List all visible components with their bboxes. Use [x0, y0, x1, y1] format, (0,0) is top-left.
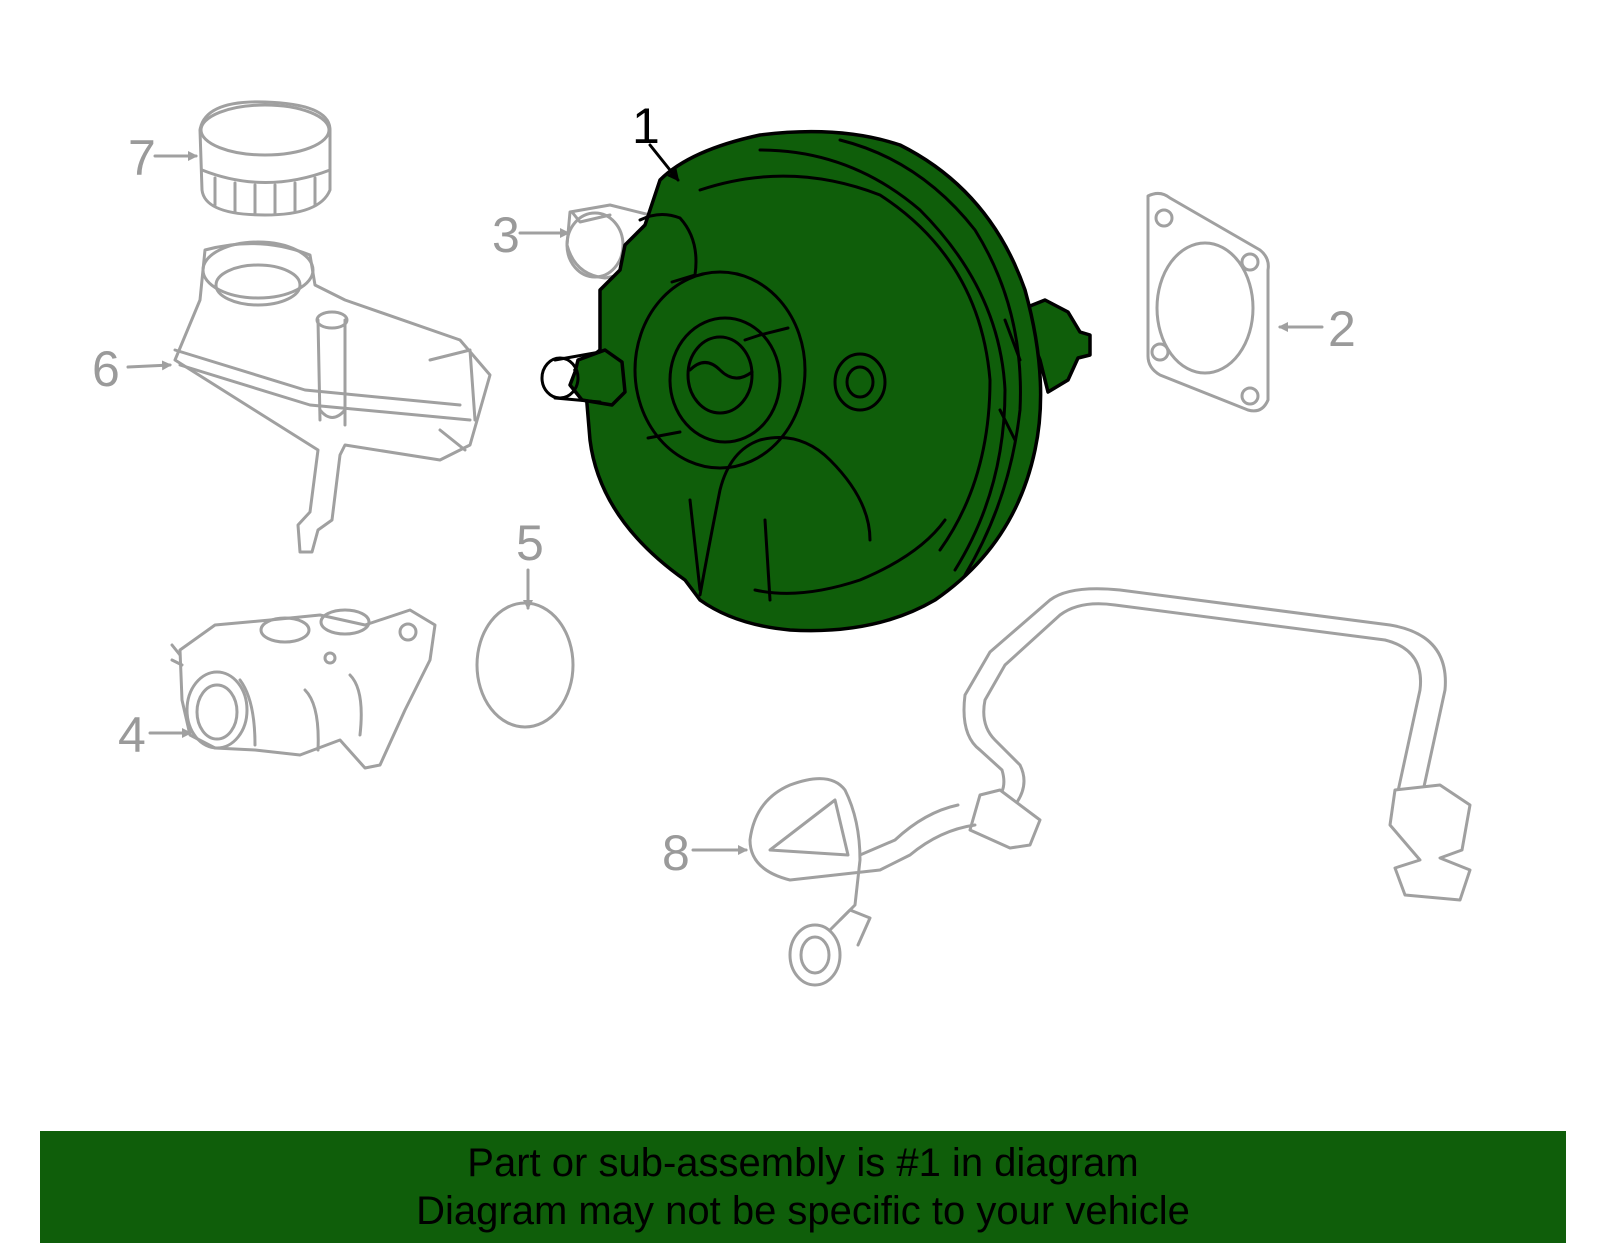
banner-line-1: Part or sub-assembly is #1 in diagram — [467, 1141, 1139, 1185]
info-banner: Part or sub-assembly is #1 in diagram Di… — [40, 1131, 1566, 1243]
part-5-seal-ring[interactable] — [475, 601, 575, 729]
callout-1: 1 — [632, 98, 660, 154]
part-7-reservoir-cap[interactable] — [198, 100, 332, 217]
callout-1-arrow — [648, 143, 680, 182]
part-4-master-cylinder[interactable] — [170, 608, 437, 770]
callout-6: 6 — [92, 341, 120, 397]
part-2-gasket[interactable] — [1146, 191, 1270, 413]
callout-4: 4 — [118, 707, 146, 763]
part-6-fluid-reservoir[interactable] — [173, 240, 492, 554]
callout-2: 2 — [1328, 301, 1356, 357]
callout-5: 5 — [516, 515, 544, 571]
part-8-vacuum-hose[interactable] — [748, 587, 1472, 987]
callout-3: 3 — [492, 207, 520, 263]
banner-line-2: Diagram may not be specific to your vehi… — [416, 1189, 1190, 1233]
callout-8: 8 — [662, 825, 690, 881]
part-1-brake-booster[interactable] — [540, 129, 1092, 633]
callout-7: 7 — [128, 130, 156, 186]
callout-6-arrow — [126, 360, 172, 371]
